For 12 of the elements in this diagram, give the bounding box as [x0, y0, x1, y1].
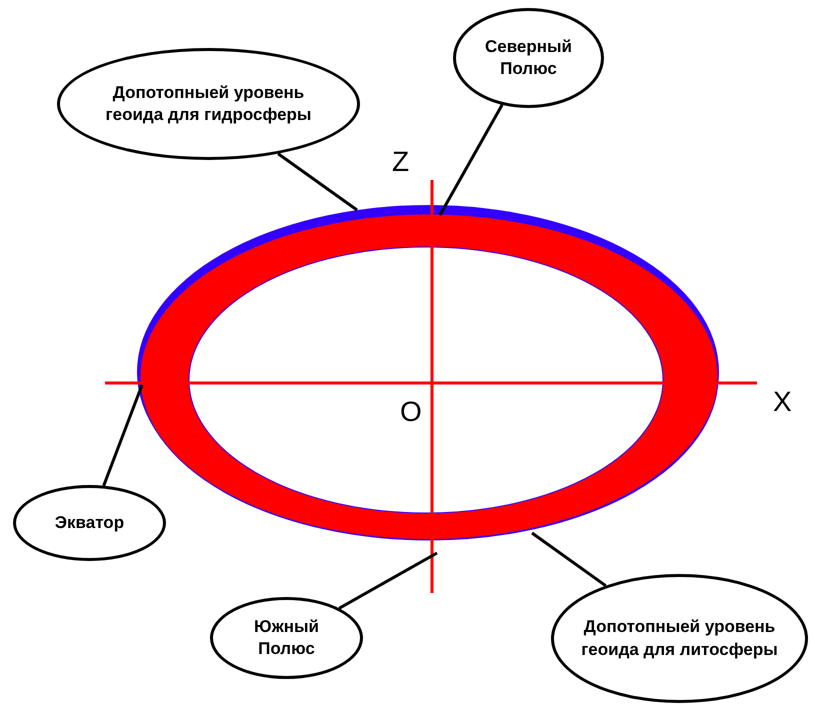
axis-label: Z	[392, 148, 410, 176]
leader-line	[338, 552, 438, 610]
leader-line	[531, 532, 607, 587]
leader-line	[277, 152, 358, 212]
callout-text: Северный Полюс	[484, 36, 574, 80]
axis-label: X	[773, 388, 792, 416]
axis-label: O	[400, 398, 422, 426]
leader-line	[102, 384, 144, 486]
callout-text: Экватор	[54, 512, 124, 534]
callout-text: Допотопныей уровень геоида для гидросферы	[104, 82, 312, 126]
callout-text: Допотопныей уровень геоида для литосферы	[580, 616, 779, 660]
callout-text: Южный Полюс	[252, 616, 320, 660]
